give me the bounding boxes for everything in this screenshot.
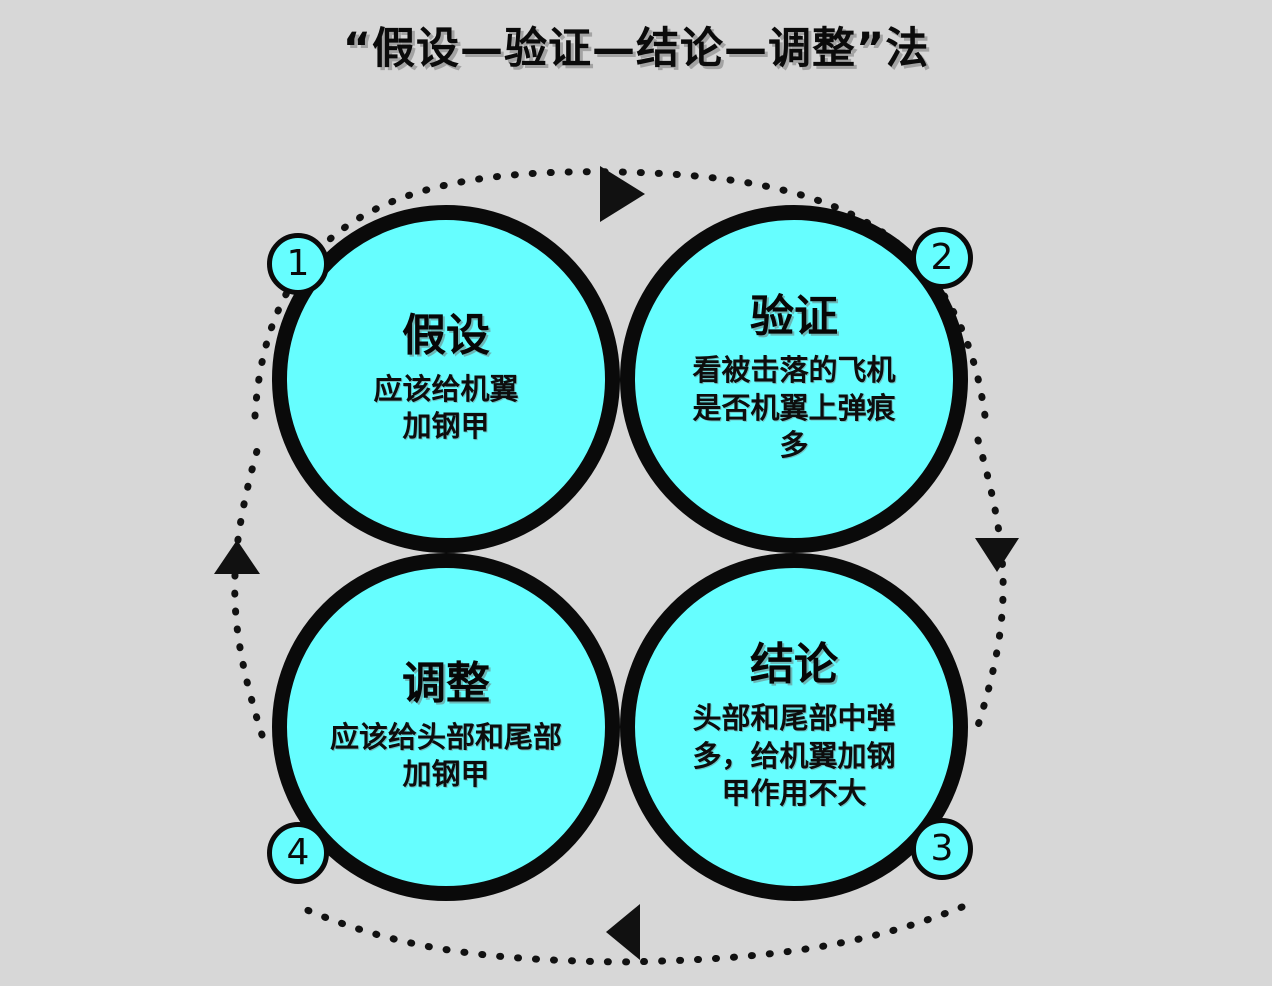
step-body-1: 应该给机翼 加钢甲 xyxy=(373,371,518,445)
arrowhead-top-right xyxy=(600,166,645,222)
step-body-4: 应该给头部和尾部 加钢甲 xyxy=(330,719,562,793)
step-heading-1: 假设 xyxy=(402,309,490,361)
step-body-line: 加钢甲 xyxy=(402,409,490,444)
step-badge-1[interactable]: 1 xyxy=(267,233,329,295)
arrowhead-right-down xyxy=(975,538,1019,572)
step-body-line: 应该给头部和尾部 xyxy=(329,719,562,754)
arrowhead-left-up xyxy=(214,540,260,574)
step-heading-2: 验证 xyxy=(750,291,838,343)
step-body-line: 甲作用不大 xyxy=(721,775,867,810)
arrowhead-bottom-left xyxy=(606,904,640,960)
step-heading-3: 结论 xyxy=(750,639,838,691)
step-body-2: 看被击落的飞机 是否机翼上弹痕 多 xyxy=(692,352,895,463)
arrow-path-right xyxy=(971,436,1007,739)
step-body-line: 看被击落的飞机 xyxy=(692,353,896,388)
step-badge-4[interactable]: 4 xyxy=(267,822,329,884)
step-body-line: 头部和尾部中弹 xyxy=(692,701,896,736)
arrow-path-left xyxy=(231,436,266,739)
step-badge-2[interactable]: 2 xyxy=(911,227,973,289)
step-body-line: 加钢甲 xyxy=(402,757,490,792)
page-title: “假设—验证—结论—调整”法 xyxy=(342,24,930,74)
step-body-line: 多，给机翼加钢 xyxy=(692,738,896,773)
step-badge-3[interactable]: 3 xyxy=(911,818,973,880)
step-body-line: 应该给机翼 xyxy=(373,371,519,406)
step-heading-4: 调整 xyxy=(402,657,490,709)
step-body-line: 多 xyxy=(779,427,809,462)
step-body-3: 头部和尾部中弹 多，给机翼加钢 甲作用不大 xyxy=(692,700,895,811)
step-body-line: 是否机翼上弹痕 xyxy=(692,390,896,425)
step-circle-cluster: 假设 应该给机翼 加钢甲 验证 看被击落的飞机 是否机翼上弹痕 多 调整 应该给… xyxy=(267,205,973,901)
